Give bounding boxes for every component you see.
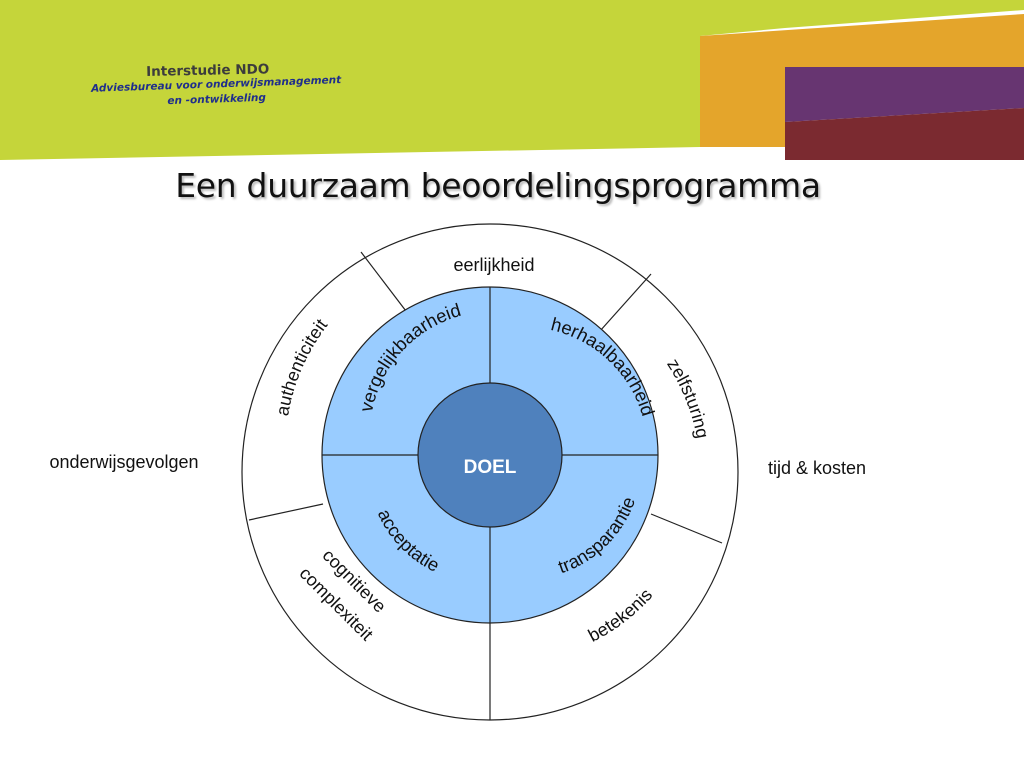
banner-purple-band bbox=[785, 67, 1024, 122]
outer-divider-left bbox=[248, 503, 324, 521]
side-label-onderwijsgevolgen: onderwijsgevolgen bbox=[49, 452, 198, 472]
center-label: DOEL bbox=[464, 457, 517, 478]
outer-divider-top-left bbox=[360, 251, 410, 316]
banner-lime-band bbox=[0, 0, 1024, 160]
outer-divider-right bbox=[650, 513, 723, 544]
center-circle bbox=[417, 382, 563, 528]
outer-label-eerlijkheid: eerlijkheid bbox=[453, 255, 534, 275]
outer-divider-top-right bbox=[599, 273, 652, 332]
side-label-tijd-kosten: tijd & kosten bbox=[768, 458, 866, 478]
banner-maroon-band bbox=[785, 108, 1024, 160]
banner-orange-band bbox=[700, 14, 1024, 147]
page-title: Een duurzaam beoordelingsprogramma bbox=[175, 166, 821, 205]
